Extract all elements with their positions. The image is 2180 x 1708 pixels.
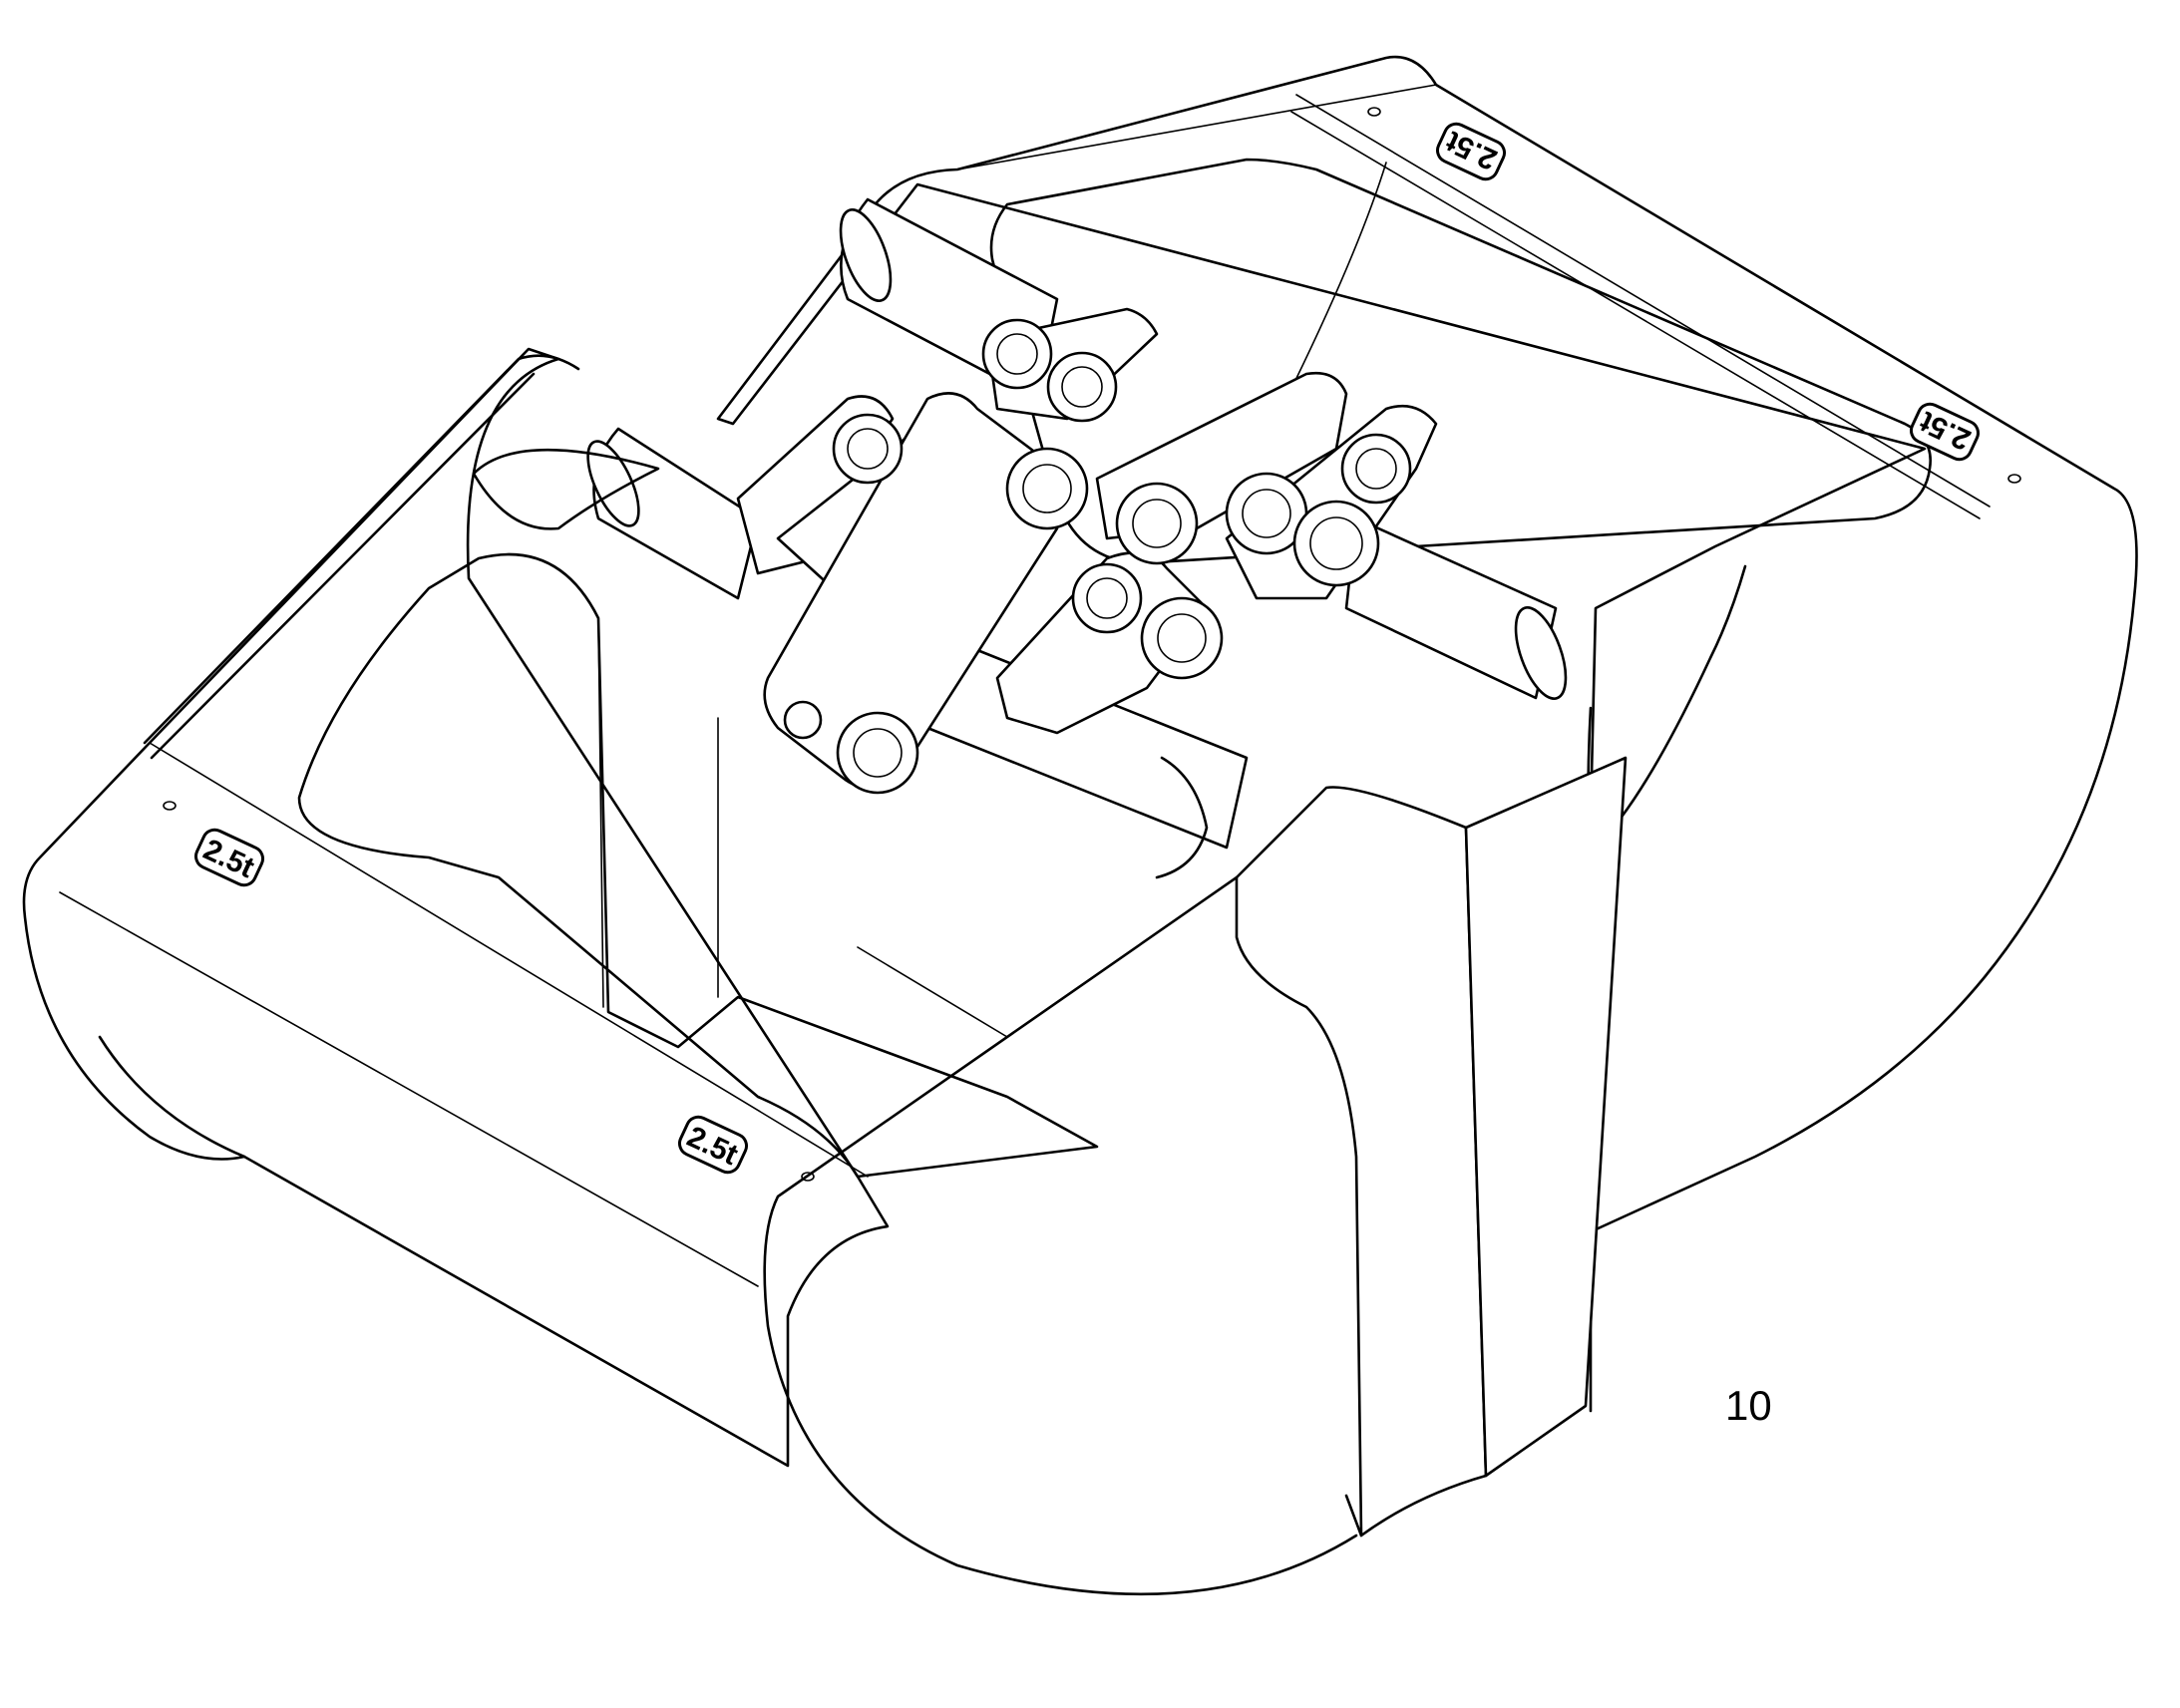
link-plates: [736, 307, 1438, 795]
capacity-badge-front-right: 2.5t: [677, 1115, 749, 1175]
bushings: [783, 318, 1412, 795]
bolt-holes: [163, 107, 2021, 1182]
front-shell: [22, 347, 1209, 1468]
pivot-shafts: [586, 197, 1568, 850]
item-number: 10: [1725, 1382, 1772, 1429]
front-end-plate: [763, 756, 1628, 1596]
